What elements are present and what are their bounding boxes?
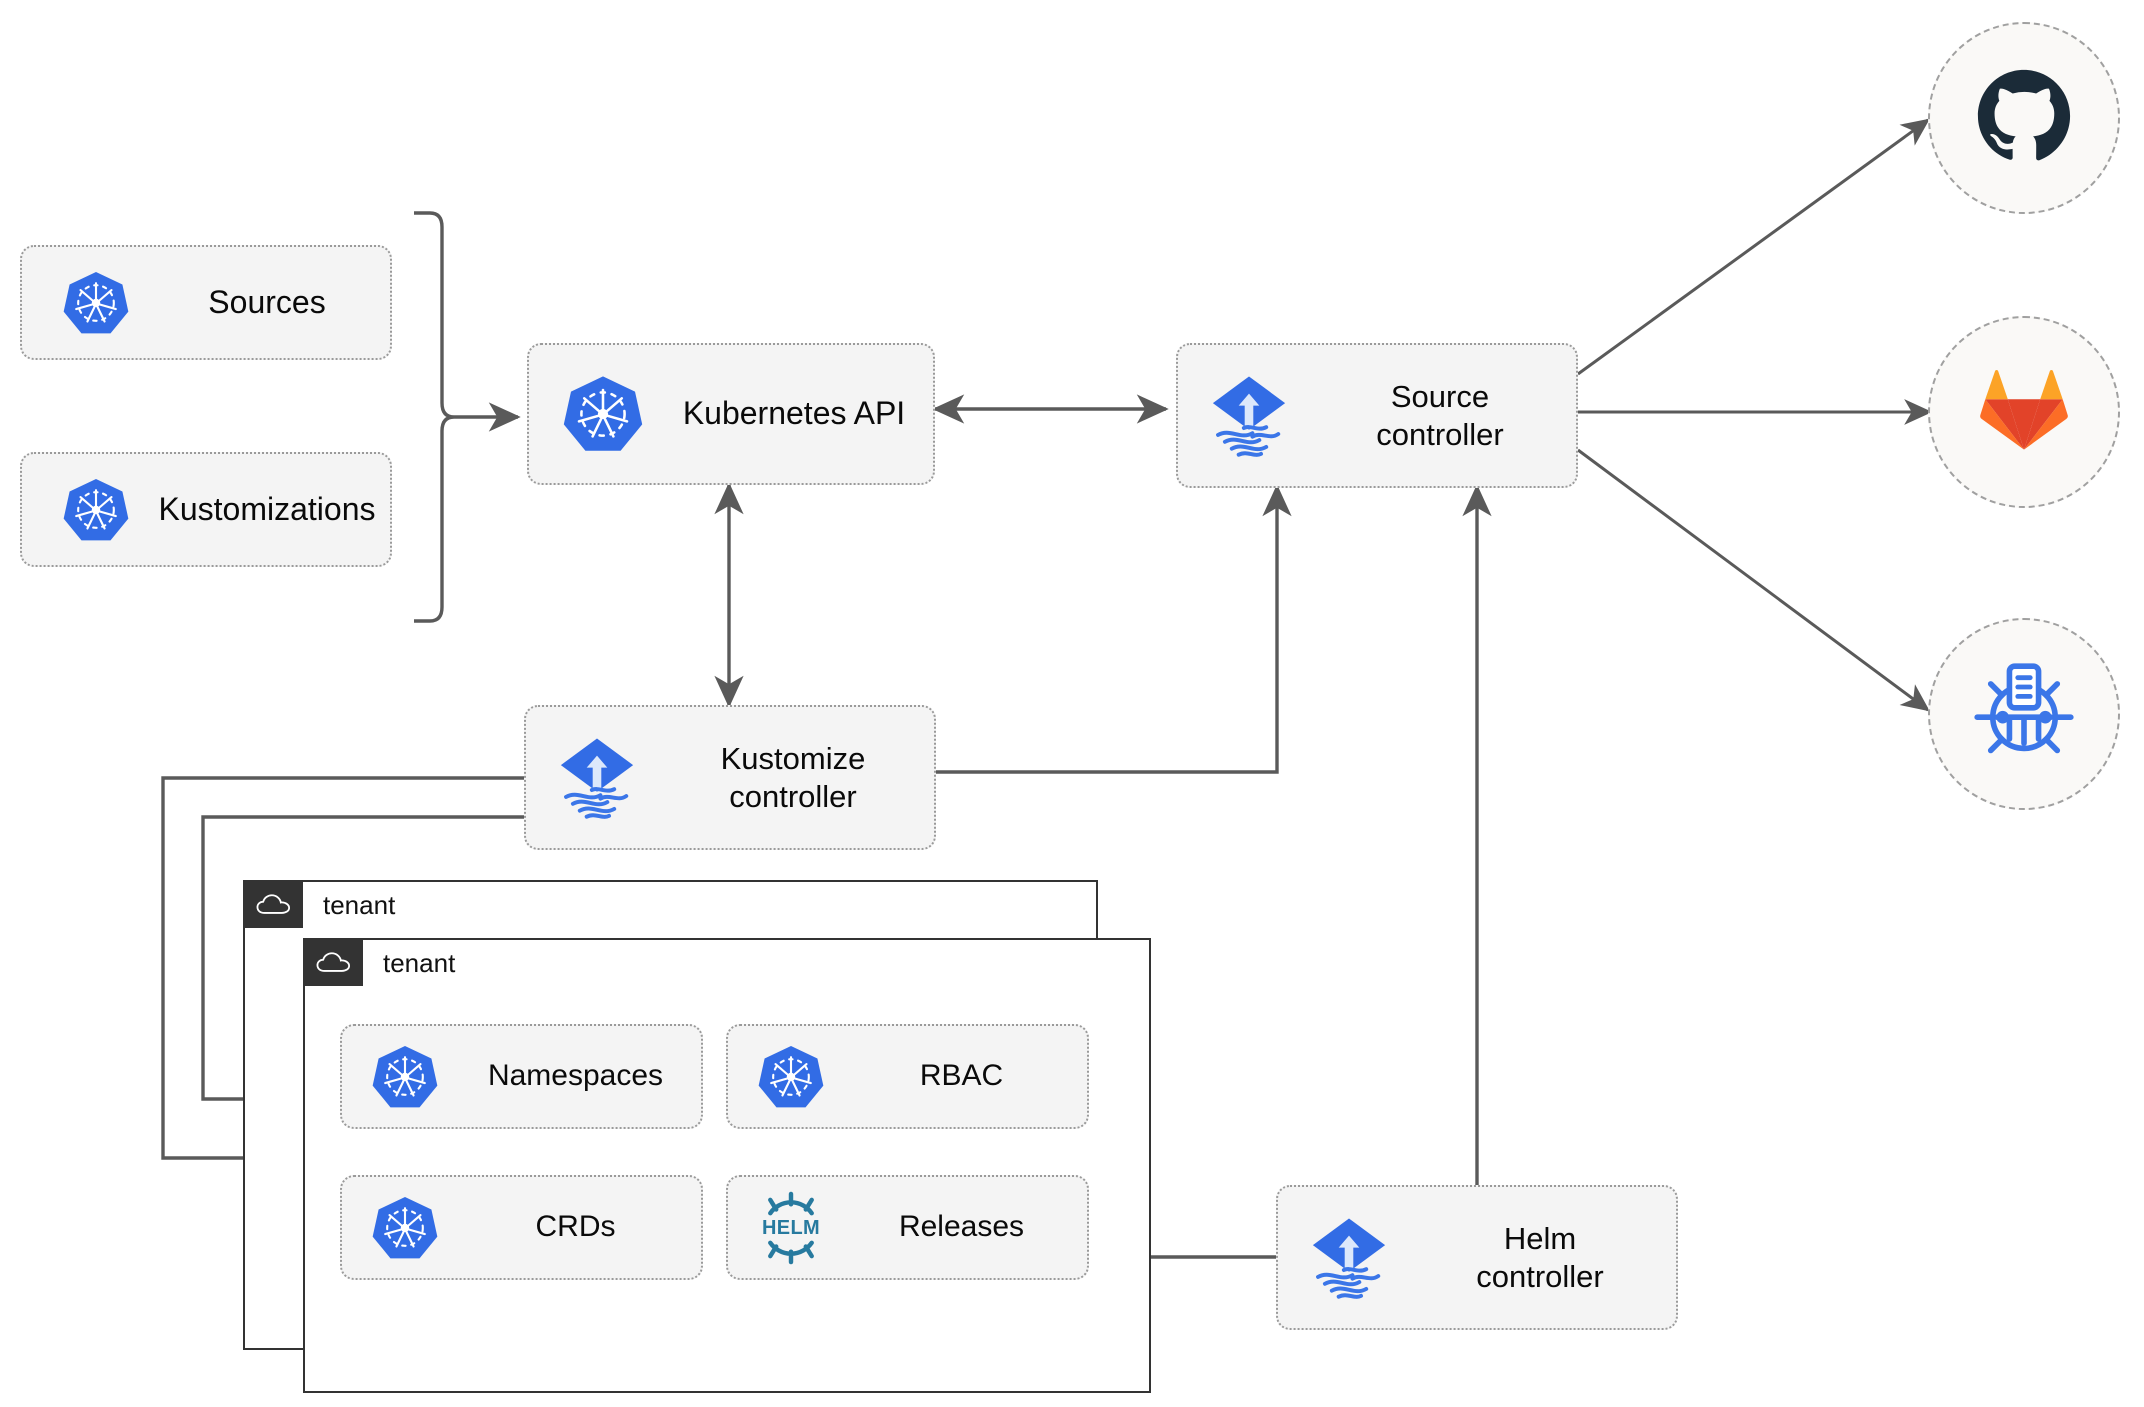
gitlab-icon xyxy=(1979,365,2069,460)
flux-icon xyxy=(542,735,652,821)
tenant-label: tenant xyxy=(383,948,456,978)
endpoint-helm-repository[interactable] xyxy=(1928,618,2120,810)
tenant-inner[interactable]: tenant xyxy=(303,938,1151,1393)
node-releases[interactable]: Releases xyxy=(726,1175,1089,1280)
kubernetes-icon xyxy=(746,1044,836,1110)
node-sources[interactable]: Sources xyxy=(20,245,392,360)
endpoint-gitlab[interactable] xyxy=(1928,316,2120,508)
kubernetes-icon xyxy=(360,1195,450,1261)
node-rbac[interactable]: RBAC xyxy=(726,1024,1089,1129)
node-label: Helm controller xyxy=(1476,1220,1604,1294)
tenant-outer-header: tenant xyxy=(245,882,395,928)
kubernetes-icon xyxy=(360,1044,450,1110)
helm-repository-icon xyxy=(1972,660,2076,769)
node-kustomize-controller[interactable]: Kustomize controller xyxy=(524,705,936,850)
endpoint-github[interactable] xyxy=(1928,22,2120,214)
node-label: Sources xyxy=(208,283,326,320)
wire-source-to-helm-repository xyxy=(1577,448,1930,712)
node-label: RBAC xyxy=(919,1059,1004,1093)
node-crds[interactable]: CRDs xyxy=(340,1175,703,1280)
node-label: Kustomize controller xyxy=(720,740,866,814)
node-label: Namespaces xyxy=(487,1059,664,1093)
node-namespaces[interactable]: Namespaces xyxy=(340,1024,703,1129)
helm-icon xyxy=(746,1191,836,1265)
flux-icon xyxy=(1294,1215,1404,1301)
node-label: Releases xyxy=(898,1210,1025,1244)
flux-icon xyxy=(1194,373,1304,459)
cloud-icon xyxy=(305,940,363,986)
kubernetes-icon xyxy=(551,374,655,454)
node-label: CRDs xyxy=(535,1210,616,1244)
node-helm-controller[interactable]: Helm controller xyxy=(1276,1185,1678,1330)
kubernetes-icon xyxy=(48,477,144,543)
github-icon xyxy=(1976,68,2072,169)
node-kubernetes-api[interactable]: Kubernetes API xyxy=(527,343,935,485)
wire-kustomize-to-source-controller xyxy=(935,484,1292,774)
wire-source-to-github xyxy=(1577,118,1930,376)
node-label: Source controller xyxy=(1376,378,1504,452)
node-label: Kustomizations xyxy=(158,490,376,527)
node-kustomizations[interactable]: Kustomizations xyxy=(20,452,392,567)
node-label: Kubernetes API xyxy=(682,395,906,432)
node-source-controller[interactable]: Source controller xyxy=(1176,343,1578,488)
tenant-label: tenant xyxy=(323,890,396,920)
sources-group-brace xyxy=(414,211,455,623)
tenant-inner-header: tenant xyxy=(305,940,455,986)
kubernetes-icon xyxy=(48,270,144,336)
cloud-icon xyxy=(245,882,303,928)
